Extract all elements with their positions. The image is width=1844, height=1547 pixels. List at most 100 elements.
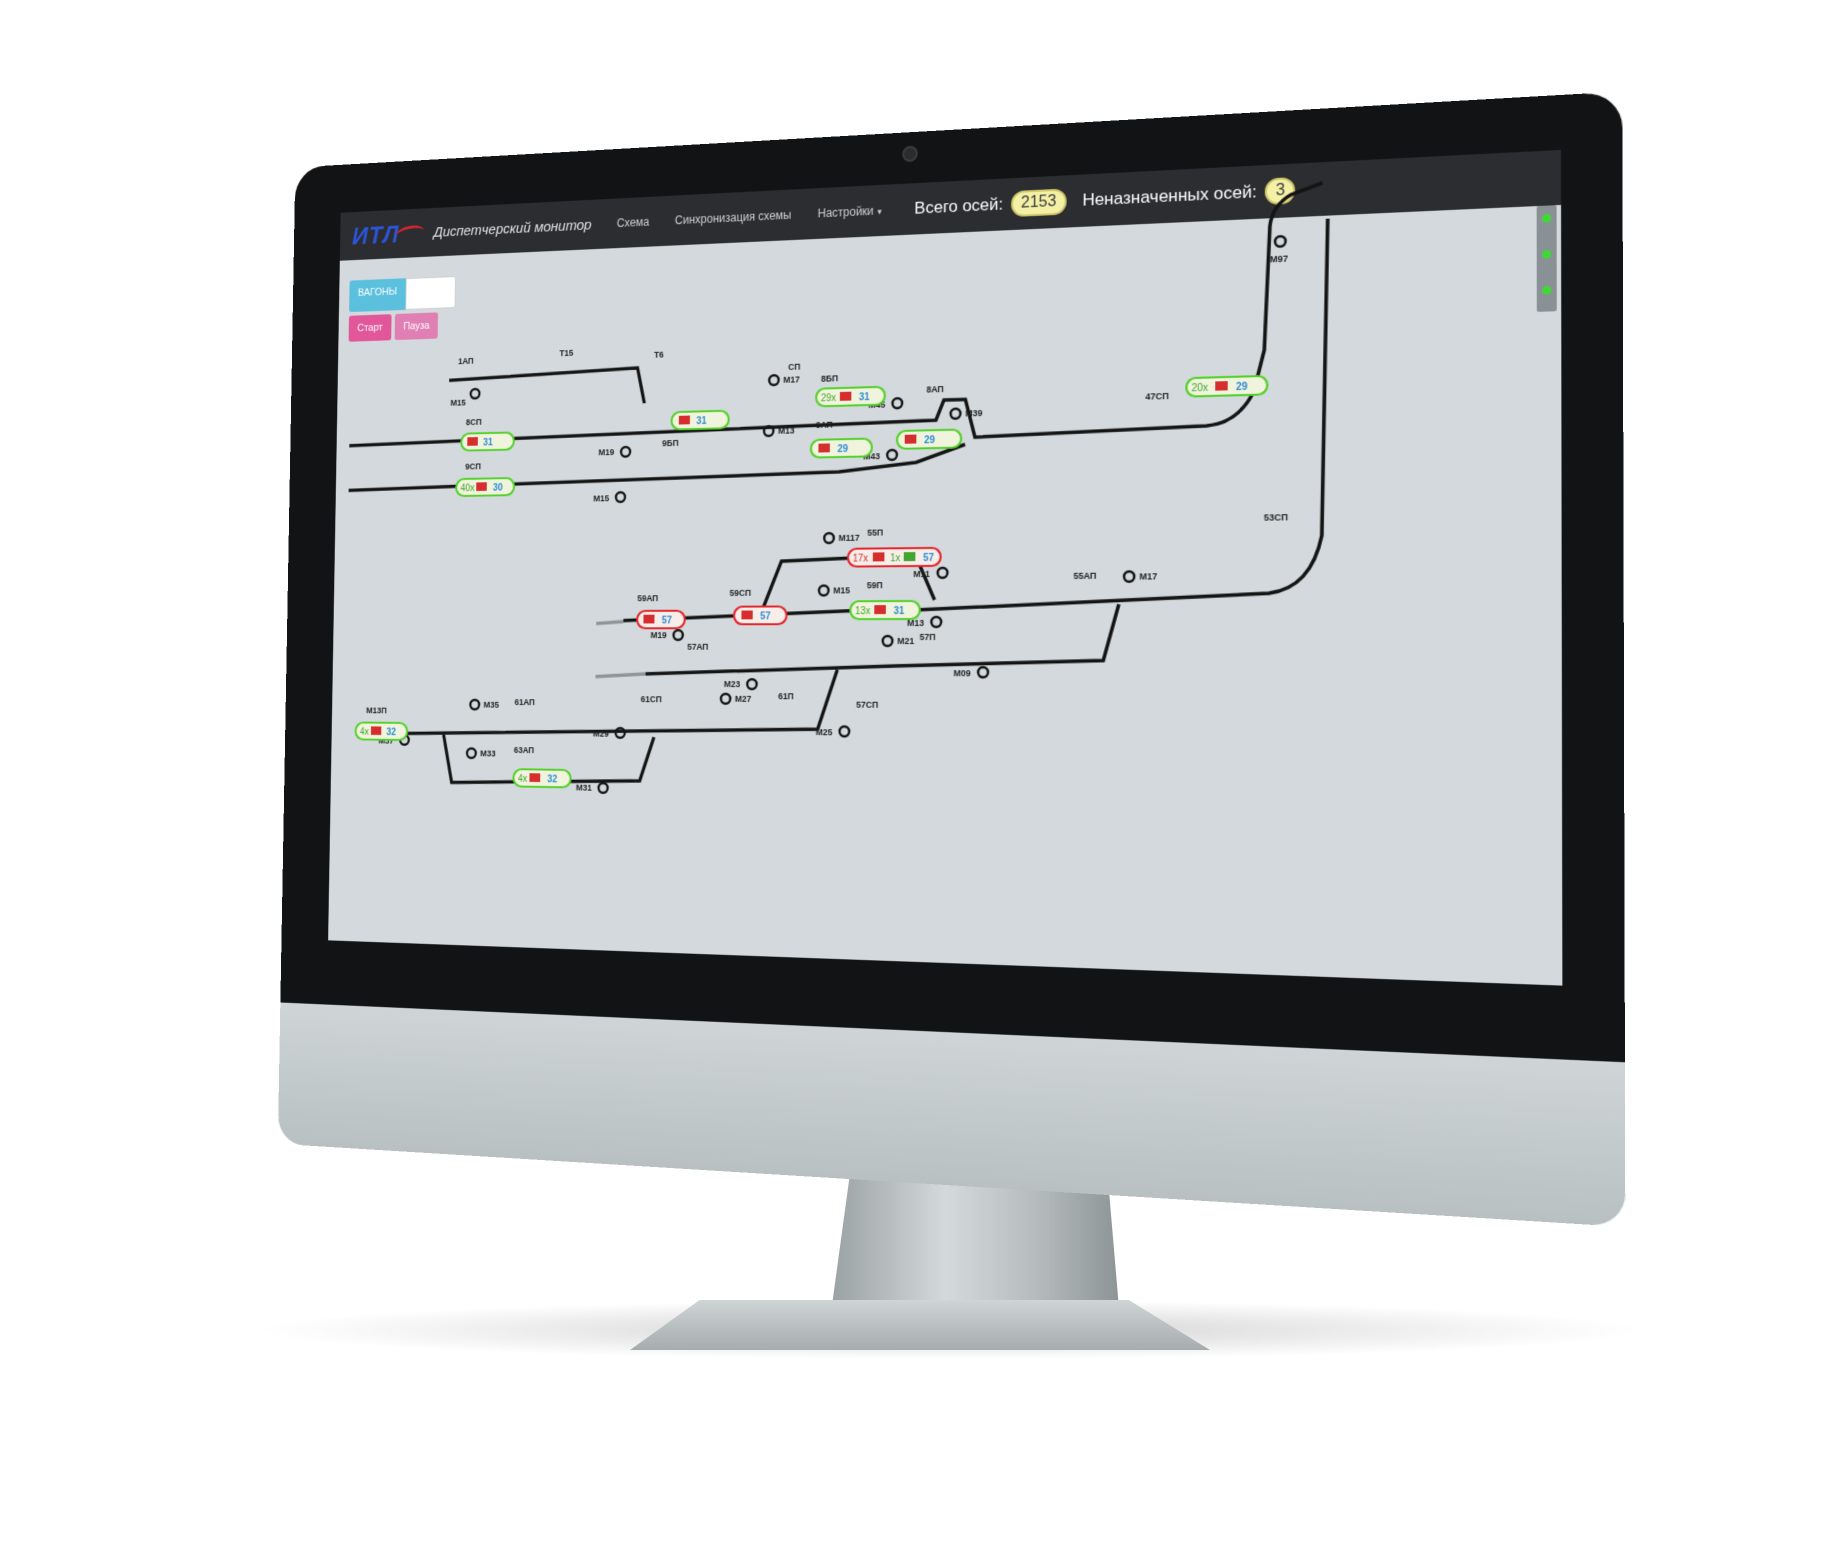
occupancy-badges: 31 31 29х 31 40х 30 29 29 20х 29 17х 1х 57 57… xyxy=(355,376,1268,800)
diagram-text: М19 xyxy=(651,630,667,640)
diagram-text: М15 xyxy=(833,585,850,596)
track-stubs xyxy=(596,622,647,677)
diagram-text: М39 xyxy=(965,408,983,419)
occupancy-55p: 17х 1х 57 xyxy=(848,548,941,567)
track-label-61p: 61П xyxy=(778,691,794,702)
diagram-text: М25 xyxy=(816,727,833,738)
signal-m15: М15 xyxy=(450,389,479,408)
wagon-icon xyxy=(476,482,487,491)
signal-m33: М33 xyxy=(467,748,496,758)
signal-m31: М31 xyxy=(576,782,608,793)
track-labels: 1АП Т15 Т6 СП 8БП 8АП 8СП 9СП 9БП 9АП 47… xyxy=(366,348,1288,756)
signal-m15b: М15 xyxy=(593,492,625,503)
diagram-text: 32 xyxy=(386,727,396,738)
diagram-text: М11 xyxy=(913,568,930,579)
app-screen: ИТЛ Диспетчерский монитор Схема Синхрони… xyxy=(328,149,1563,986)
diagram-text: М33 xyxy=(480,748,496,758)
wagon-icon xyxy=(467,437,478,446)
diagram-text: 17х xyxy=(853,553,869,565)
signal-m25: М25 xyxy=(816,726,850,737)
diagram-text: М15 xyxy=(593,493,609,503)
occupancy-8sp: 31 xyxy=(461,432,514,450)
monitor: ИТЛ Диспетчерский монитор Схема Синхрони… xyxy=(277,91,1626,1227)
signal-m39: М39 xyxy=(951,408,983,419)
signal-m27: М27 xyxy=(721,693,752,704)
signal-m117: М117 xyxy=(824,532,860,543)
diagram-text: 29х xyxy=(821,393,837,405)
monitor-bezel: ИТЛ Диспетчерский монитор Схема Синхрони… xyxy=(280,91,1625,1063)
signals: М15 М17 М45 М39 М19 М13 М43 М15 М97 М117… xyxy=(378,236,1289,805)
signal-m17b: М17 xyxy=(1124,571,1158,582)
occupancy-8bp: 29х 31 xyxy=(816,387,885,407)
diagram-text: 31 xyxy=(859,392,870,404)
diagram-text: М29 xyxy=(593,728,609,738)
diagram-text: М17 xyxy=(783,374,800,385)
track-label-1ap: 1АП xyxy=(458,356,474,366)
diagram-text: 1х xyxy=(890,553,901,565)
signal-m21: М21 xyxy=(883,636,915,647)
diagram-text: 32 xyxy=(547,774,557,785)
diagram-text: 31 xyxy=(696,416,706,428)
signal-m23: М23 xyxy=(724,679,757,690)
track-label-t6: Т6 xyxy=(654,349,664,360)
signal-m35: М35 xyxy=(470,699,499,709)
wagon-icon xyxy=(1215,381,1228,391)
diagram-text: 31 xyxy=(483,437,493,448)
locomotive-icon xyxy=(903,552,916,562)
diagram-text: М37 xyxy=(378,735,393,745)
wagon-icon xyxy=(818,443,830,453)
diagram-text: 30 xyxy=(493,482,503,493)
diagram-text: М19 xyxy=(598,447,614,458)
signal-m09: М09 xyxy=(953,667,988,678)
occupancy-9sp: 40х 30 xyxy=(456,478,514,496)
track-label-55p: 55П xyxy=(867,527,883,538)
diagram-text: 20х xyxy=(1191,382,1208,394)
track-label-53sp: 53СП xyxy=(1264,512,1288,523)
diagram-text: 4х xyxy=(518,774,528,785)
signal-m11: М11 xyxy=(913,568,947,579)
track-label-9ap: 9АП xyxy=(816,419,833,430)
track-label-59ap: 59АП xyxy=(637,593,658,603)
diagram-text: М31 xyxy=(576,782,592,793)
signal-m15c: М15 xyxy=(819,585,850,596)
track-label-55ap: 55АП xyxy=(1073,570,1096,581)
signal-m37: М37 xyxy=(378,735,408,746)
track-label-m13p: М13П xyxy=(366,705,387,715)
diagram-text: 13х xyxy=(855,606,871,618)
track-label-61sp: 61СП xyxy=(641,694,662,704)
track-label-57p: 57П xyxy=(920,632,936,643)
track-label-59p: 59П xyxy=(867,580,883,591)
occupancy-47sp: 20х 29 xyxy=(1186,376,1267,397)
occupancy-63ap: 4х 32 xyxy=(513,769,570,787)
signal-m13: М13 xyxy=(764,425,795,436)
diagram-text: 29 xyxy=(837,444,848,456)
monitor-stand-base xyxy=(630,1300,1210,1350)
wagon-icon xyxy=(839,391,852,401)
occupancy-t6: 31 xyxy=(671,411,728,430)
track-stub xyxy=(596,622,623,624)
diagram-text: М17 xyxy=(1139,571,1157,582)
occupancy-59ap: 57 xyxy=(637,611,685,629)
diagram-text: 4х xyxy=(360,727,369,738)
track-label-8ap: 8АП xyxy=(926,384,943,395)
track-label-61ap: 61АП xyxy=(514,697,534,707)
wagon-icon xyxy=(872,552,885,562)
wagon-icon xyxy=(741,610,753,620)
track-label-8bp: 8БП xyxy=(821,373,838,384)
track-label-59sp: 59СП xyxy=(730,588,752,598)
diagram-text: М21 xyxy=(897,636,914,647)
occupancy-m13p: 4х 32 xyxy=(355,722,407,740)
track-label-8sp: 8СП xyxy=(466,417,482,427)
track-label-9sp: 9СП xyxy=(465,461,481,471)
diagram-text: 57 xyxy=(923,552,934,564)
diagram-text: М43 xyxy=(863,451,880,462)
diagram-text: 29 xyxy=(1236,381,1248,393)
track-stub xyxy=(596,674,646,677)
diagram-text: 29 xyxy=(924,435,935,447)
diagram-text: М27 xyxy=(735,693,752,704)
diagram-text: 40х xyxy=(460,483,474,494)
occupancy-59sp: 57 xyxy=(734,606,787,624)
track-line-1ap xyxy=(449,368,645,409)
diagram-text: М97 xyxy=(1270,253,1289,265)
wagon-icon xyxy=(529,773,541,783)
